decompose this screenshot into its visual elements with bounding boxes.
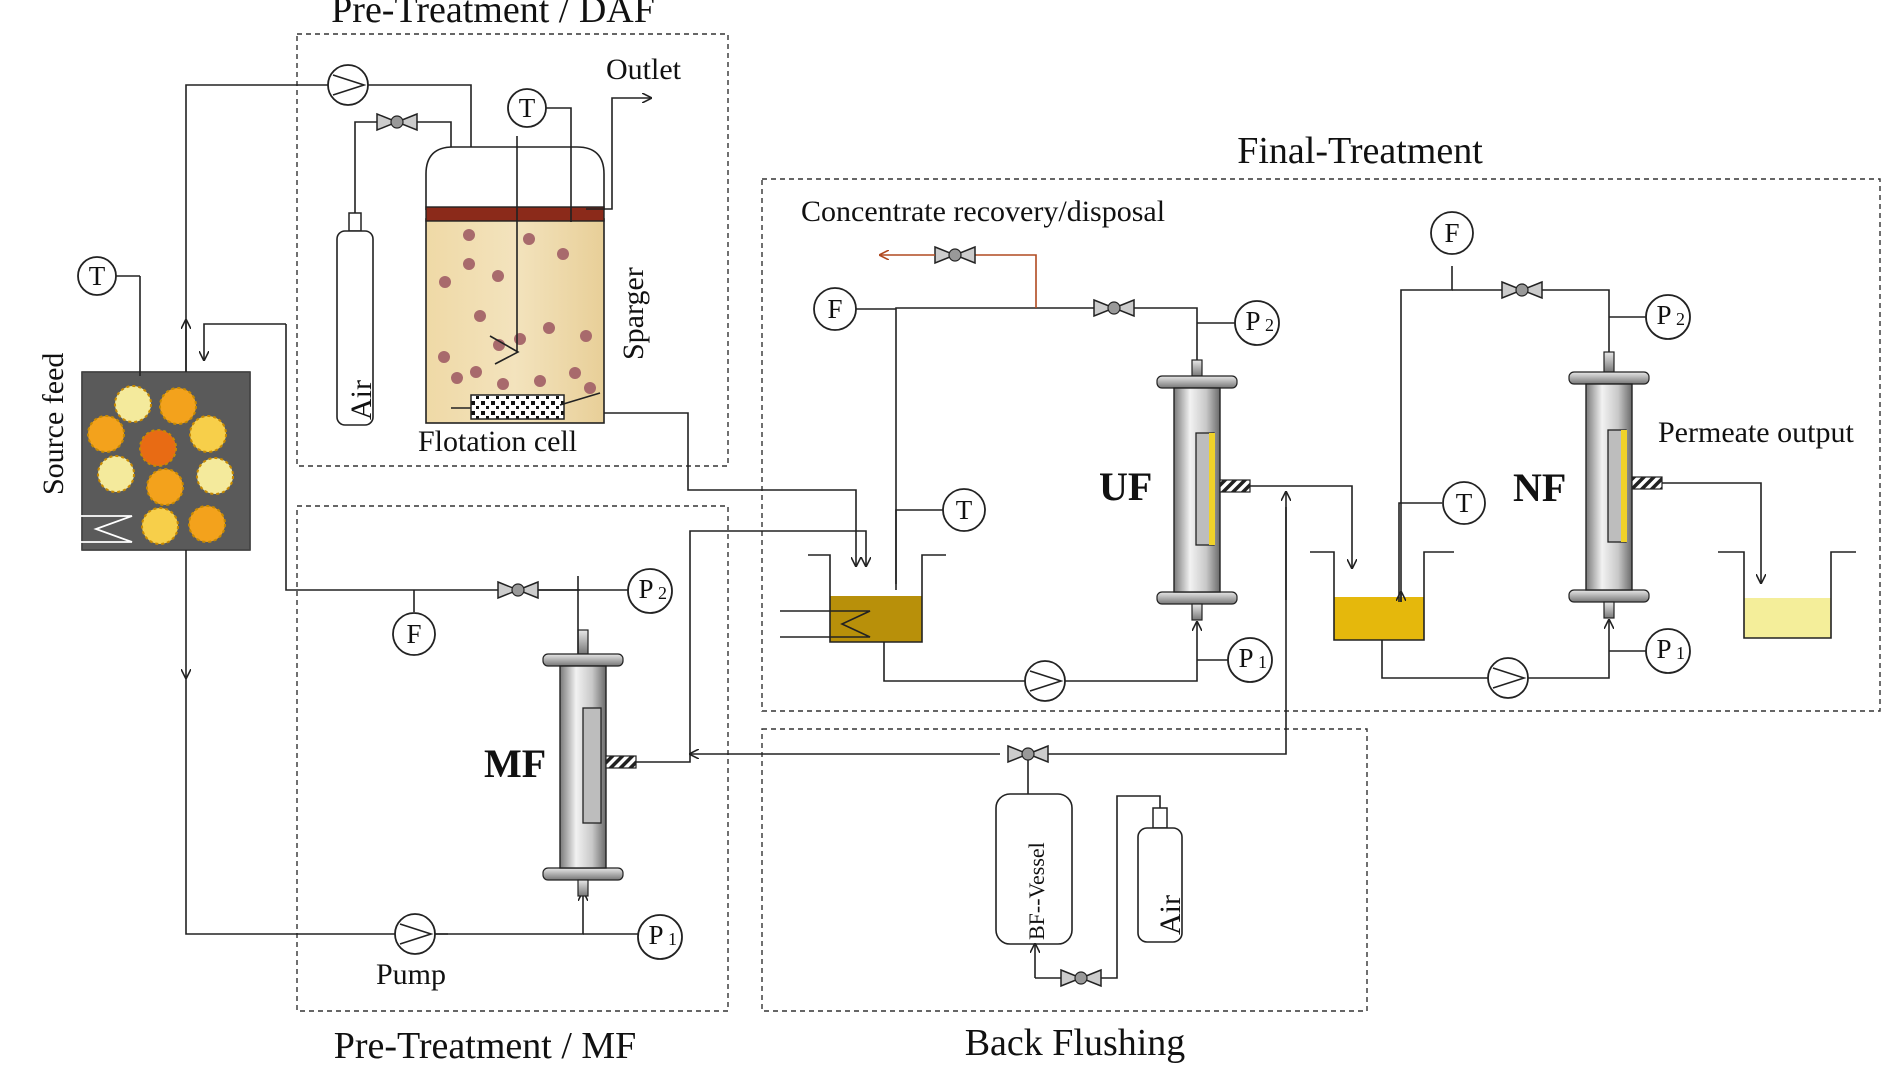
pump-daf	[327, 64, 369, 106]
pressure-gauge-p1-nf: P 1	[1645, 628, 1691, 674]
permeate-tank	[1718, 551, 1856, 639]
section-title-daf: Pre-Treatment / DAF	[331, 0, 655, 31]
air-label-daf: Air	[345, 380, 378, 420]
svg-text:2: 2	[1676, 309, 1685, 329]
valve-mf	[497, 580, 539, 600]
valve-bf-air	[1060, 968, 1102, 988]
pressure-gauge-p1-mf: P 1	[637, 914, 683, 960]
svg-text:P: P	[1656, 634, 1671, 664]
sparger-label: Sparger	[617, 267, 650, 360]
uf-feed-tank	[780, 554, 946, 643]
svg-text:F: F	[406, 619, 421, 649]
svg-text:1: 1	[668, 929, 677, 949]
svg-text:P: P	[638, 574, 653, 604]
feed-particles	[87, 385, 234, 545]
svg-text:1: 1	[1676, 643, 1685, 663]
valve-uf-retentate	[1093, 298, 1135, 318]
flow-meter-mf: F	[392, 612, 436, 656]
nf-feed-tank	[1310, 551, 1454, 641]
temp-gauge-daf: T	[507, 88, 547, 128]
valve-backflush	[1007, 744, 1049, 764]
uf-tank-coil	[780, 610, 871, 638]
svg-text:T: T	[956, 495, 973, 525]
bf-vessel-label: BF--Vessel	[1024, 842, 1049, 940]
temp-gauge-nf-tank: T	[1442, 481, 1486, 525]
svg-text:T: T	[1456, 488, 1473, 518]
svg-text:2: 2	[1265, 315, 1274, 335]
mf-membrane-module	[542, 629, 637, 897]
permeate-output-label: Permeate output	[1658, 416, 1854, 449]
svg-text:P: P	[1656, 300, 1671, 330]
pump-mf	[394, 913, 436, 955]
section-title-final: Final-Treatment	[1237, 130, 1483, 172]
pump-label: Pump	[376, 958, 446, 991]
section-title-mf: Pre-Treatment / MF	[334, 1025, 637, 1067]
concentrate-label: Concentrate recovery/disposal	[801, 195, 1165, 228]
valve-nf-retentate	[1501, 280, 1543, 300]
air-label-bf: Air	[1154, 895, 1187, 935]
nf-label: NF	[1513, 465, 1566, 510]
uf-membrane-module	[1156, 359, 1251, 621]
pressure-gauge-p1-uf: P 1	[1227, 637, 1273, 683]
sparger	[470, 394, 565, 420]
backflush-section-box	[761, 728, 1368, 1012]
svg-text:P: P	[648, 920, 663, 950]
temp-gauge-feed: T	[77, 256, 117, 296]
svg-text:P: P	[1245, 306, 1260, 336]
outlet-label: Outlet	[606, 53, 682, 86]
source-feed-tank	[28, 371, 251, 551]
air-cylinder-bf	[1137, 807, 1183, 943]
pressure-gauge-p2-uf: P 2	[1234, 300, 1280, 346]
pressure-gauge-p2-mf: P 2	[627, 568, 673, 614]
valve-concentrate	[934, 245, 976, 265]
section-title-backflush: Back Flushing	[965, 1022, 1186, 1064]
svg-text:1: 1	[1258, 652, 1267, 672]
stirrer	[489, 136, 520, 365]
flow-meter-nf: F	[1430, 211, 1474, 255]
svg-text:F: F	[1444, 218, 1459, 248]
temp-gauge-uf-tank: T	[942, 488, 986, 532]
svg-text:P: P	[1238, 643, 1253, 673]
uf-label: UF	[1099, 464, 1152, 509]
pressure-gauge-p2-nf: P 2	[1645, 294, 1691, 340]
svg-text:T: T	[519, 93, 536, 123]
valve-daf-air	[376, 112, 418, 132]
source-feed-label: Source feed	[37, 353, 70, 495]
feed-heater-coil	[28, 515, 133, 543]
flotation-cell	[425, 136, 605, 424]
concentrate-line	[968, 254, 1037, 308]
final-treatment-section-box	[761, 178, 1881, 712]
mf-label: MF	[484, 741, 546, 786]
svg-text:F: F	[827, 294, 842, 324]
flotation-cell-label: Flotation cell	[418, 425, 577, 458]
air-cylinder-daf	[336, 212, 374, 426]
nf-membrane-module	[1568, 351, 1663, 619]
flotation-lid	[425, 206, 605, 222]
pump-uf	[1024, 660, 1066, 702]
svg-text:2: 2	[658, 583, 667, 603]
pump-nf	[1487, 657, 1529, 699]
svg-text:T: T	[89, 261, 106, 291]
flow-meter-uf: F	[813, 287, 857, 331]
